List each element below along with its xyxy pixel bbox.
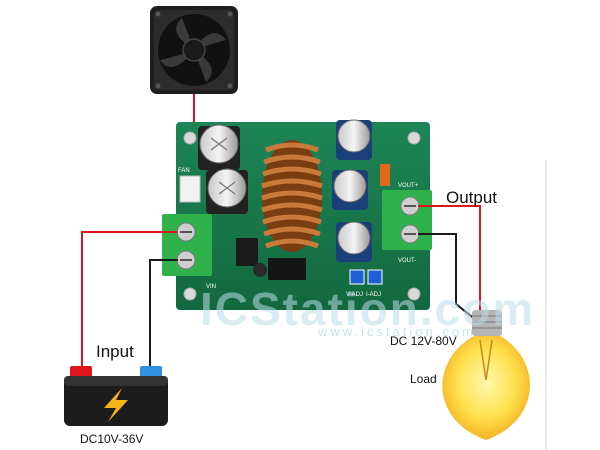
board-label-vout-minus: VOUT-: [398, 258, 416, 264]
capacitor: [206, 168, 248, 214]
output-positive-wire: [418, 205, 481, 314]
lightning-bolt-icon: [104, 388, 128, 422]
board-label-i-adj: I-ADJ: [366, 292, 381, 298]
watermark-url: www.icstation.com: [318, 324, 476, 339]
input-terminal-block: [162, 214, 212, 276]
fan-connector: [179, 175, 201, 203]
output-negative-wire: [418, 233, 477, 321]
label-input: Input: [96, 342, 134, 361]
capacitor: [336, 119, 372, 160]
battery-icon: [64, 366, 168, 426]
mosfet: [236, 238, 258, 266]
board-label-vout-plus: VOUT+: [398, 183, 419, 189]
cooling-fan-icon: [150, 6, 238, 94]
inductor-small: [253, 263, 267, 277]
capacitor: [198, 124, 240, 170]
toroid-inductor: [261, 140, 323, 252]
small-capacitor: [380, 164, 390, 186]
pcb-board: FAN: [162, 119, 432, 310]
input-positive-wire: [81, 231, 178, 368]
label-output-voltage: DC 12V-80V: [390, 334, 457, 348]
input-negative-wire: [149, 259, 178, 368]
label-output: Output: [446, 188, 498, 207]
capacitor: [332, 169, 368, 210]
watermark-logo: ICStation.com: [200, 283, 536, 335]
board-label-v-adj: V-ADJ: [346, 292, 363, 298]
board-label-vin: VIN: [206, 284, 216, 290]
capacitor: [336, 221, 372, 262]
trimmer-potentiometer: [349, 269, 365, 285]
board-label-fan: FAN: [178, 168, 190, 174]
label-input-voltage: DC10V-36V: [80, 432, 144, 446]
light-bulb-icon: [442, 310, 530, 440]
ic-chip: [268, 258, 306, 280]
label-load: Load: [410, 372, 437, 386]
trimmer-potentiometer: [367, 269, 383, 285]
output-terminal-block: [382, 190, 432, 250]
